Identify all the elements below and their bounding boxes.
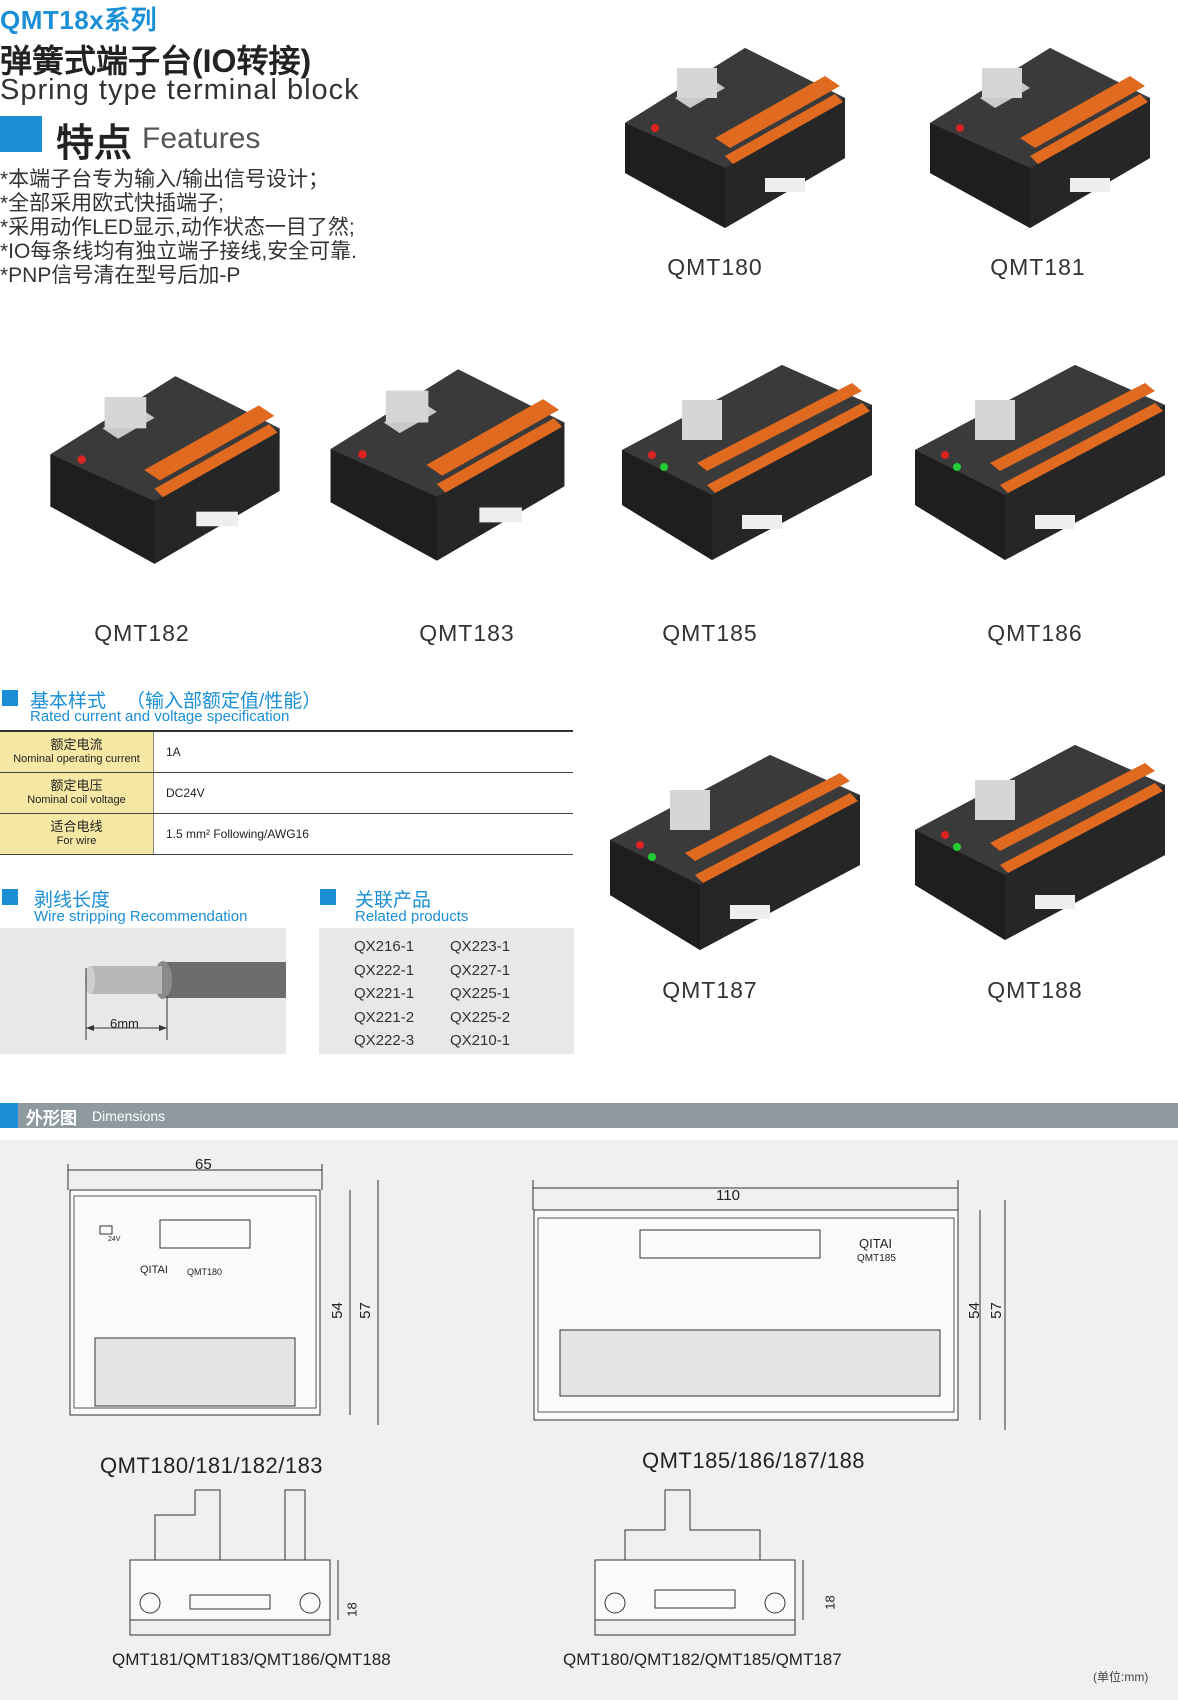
related-item: QX222-3 [354, 1032, 415, 1049]
left-width-dim: 65 [195, 1156, 212, 1173]
dimensions-bar [0, 1103, 1178, 1128]
spec-label-en: For wire [56, 835, 97, 847]
series-title: QMT18x系列 [0, 5, 158, 35]
spec-title-en: Rated current and voltage specification [30, 708, 290, 725]
product-image-qmt187 [595, 735, 875, 965]
left-caption: QMT180/181/182/183 [100, 1453, 324, 1478]
spec-row: 适合电线 For wire 1.5 mm² Following/AWG16 [0, 813, 573, 855]
related-item: QX210-1 [450, 1032, 511, 1049]
spec-subtitle-cn: （输入部额定值/性能） [126, 691, 322, 712]
side-left-height: 18 [344, 1602, 360, 1617]
spec-label-cn: 额定电流 [50, 737, 103, 752]
related-item: QX227-1 [450, 961, 511, 979]
product-label-qmt185: QMT185 [662, 620, 758, 646]
left-height-dim-2: 57 [356, 1302, 374, 1319]
dimensions-title-cn: 外形图 [26, 1109, 77, 1128]
drawing-front-small [67, 1164, 379, 1425]
product-image-qmt188 [905, 725, 1175, 955]
product-label-qmt186: QMT186 [987, 620, 1083, 646]
left-brand: QITAI [140, 1264, 168, 1276]
right-model: QMT185 [857, 1253, 896, 1264]
unit-label: (单位:mm) [1093, 1670, 1149, 1684]
feature-item: *IO每条线均有独立端子接线,安全可靠. [0, 240, 358, 263]
product-label-qmt188: QMT188 [987, 977, 1083, 1003]
features-title-en: Features [142, 122, 261, 155]
left-led-label: 24V [108, 1236, 121, 1243]
feature-item: *全部采用欧式快插端子; [0, 192, 225, 215]
wire-strip-illustration [85, 961, 286, 1040]
strip-title-cn: 剥线长度 [34, 890, 111, 911]
feature-item: *采用动作LED显示,动作状态一目了然; [0, 216, 355, 239]
product-image-qmt186 [905, 345, 1175, 575]
related-panel [319, 928, 574, 1054]
related-item: QX216-1 [354, 938, 415, 955]
product-title-cn: 弹簧式端子台(IO转接) [0, 43, 312, 79]
strip-marker [2, 889, 18, 905]
related-marker [320, 889, 336, 905]
spec-label: 额定电压 Nominal coil voltage [0, 772, 154, 814]
related-item: QX222-1 [354, 961, 415, 979]
drawing-side-small [129, 1489, 339, 1636]
features-list: *本端子台专为输入/输出信号设计； *全部采用欧式快插端子; *采用动作LED显… [0, 168, 357, 288]
spec-value: 1.5 mm² Following/AWG16 [153, 813, 573, 855]
related-item: QX221-2 [354, 1008, 415, 1026]
right-width-dim: 110 [716, 1187, 740, 1204]
product-label-qmt181: QMT181 [990, 254, 1086, 280]
related-item: QX225-1 [450, 985, 511, 1002]
spec-label-en: Nominal coil voltage [27, 794, 126, 806]
product-label-qmt180: QMT180 [667, 254, 763, 280]
left-height-dim-1: 54 [328, 1302, 346, 1319]
spec-marker [2, 690, 18, 706]
right-brand: QITAI [859, 1236, 892, 1251]
dimensions-title-en: Dimensions [92, 1108, 166, 1124]
dimensions-marker [0, 1103, 18, 1128]
strip-title-en: Wire stripping Recommendation [34, 908, 248, 925]
related-item: QX225-2 [450, 1008, 511, 1026]
right-height-dim-2: 57 [987, 1302, 1005, 1319]
related-title-en: Related products [355, 908, 469, 925]
product-title-en: Spring type terminal block [0, 74, 360, 106]
features-title-cn: 特点 [56, 123, 133, 165]
drawing-side-large [594, 1489, 804, 1636]
spec-value: DC24V [153, 772, 573, 814]
spec-label: 适合电线 For wire [0, 813, 154, 855]
product-image-qmt185 [612, 345, 882, 575]
strip-panel: 6mm [0, 928, 286, 1054]
left-model: QMT180 [187, 1267, 223, 1277]
side-right-caption: QMT180/QMT182/QMT185/QMT187 [563, 1650, 842, 1669]
strip-length: 6mm [110, 1016, 139, 1031]
related-col-2: QX223-1 QX227-1 QX225-1 QX225-2 QX210-1 [450, 935, 510, 1053]
feature-item: *本端子台专为输入/输出信号设计； [0, 168, 330, 191]
product-image-qmt182 [40, 355, 290, 585]
right-height-dim-1: 54 [965, 1302, 983, 1319]
spec-label-cn: 适合电线 [50, 819, 103, 834]
product-label-qmt183: QMT183 [419, 620, 515, 646]
related-item: QX221-1 [354, 985, 415, 1002]
product-label-qmt187: QMT187 [662, 977, 758, 1003]
spec-row: 额定电压 Nominal coil voltage DC24V [0, 772, 573, 814]
side-right-height: 18 [822, 1595, 838, 1610]
drawing-front-large [532, 1180, 1006, 1430]
related-col-1: QX216-1 QX222-1 QX221-1 QX221-2 QX222-3 [354, 935, 414, 1053]
right-caption: QMT185/186/187/188 [642, 1448, 866, 1473]
spec-label-en: Nominal operating current [13, 753, 140, 765]
spec-label: 额定电流 Nominal operating current [0, 730, 154, 773]
product-label-qmt182: QMT182 [94, 620, 190, 646]
spec-table: 额定电流 Nominal operating current 1A 额定电压 N… [0, 730, 573, 855]
side-left-caption: QMT181/QMT183/QMT186/QMT188 [112, 1650, 391, 1669]
product-image-qmt183 [320, 345, 575, 585]
spec-label-cn: 额定电压 [50, 778, 103, 793]
spec-title-cn: 基本样式 [30, 691, 107, 712]
feature-item: *PNP信号清在型号后加-P [0, 264, 241, 287]
features-marker [0, 116, 42, 152]
related-title-cn: 关联产品 [355, 890, 432, 911]
spec-row: 额定电流 Nominal operating current 1A [0, 730, 573, 773]
product-image-qmt181 [915, 28, 1165, 248]
product-image-qmt180 [615, 28, 855, 248]
related-item: QX223-1 [450, 938, 511, 955]
spec-value: 1A [153, 730, 573, 773]
